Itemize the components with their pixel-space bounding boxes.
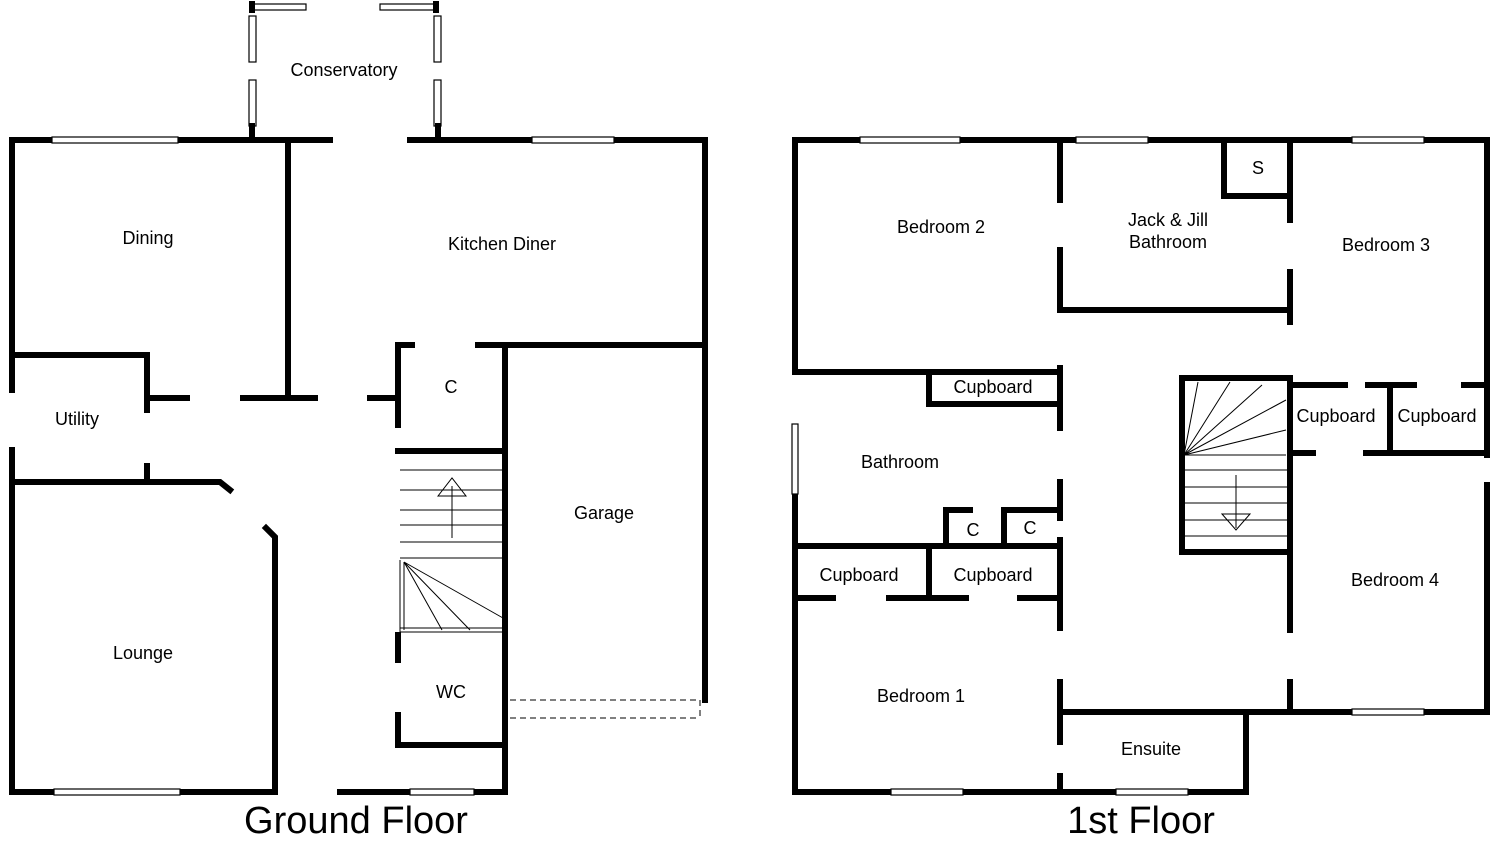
room-label-jack-and-jill: Jack & Jill (1128, 210, 1208, 230)
room-label-cupboard-small: C (967, 520, 980, 540)
garage-door (510, 699, 701, 719)
first-floor-walls (792, 137, 1490, 795)
room-label-jack-and-jill-bathroom: Bathroom (1129, 232, 1207, 252)
ground-floor-walls (9, 137, 708, 795)
room-label-bedroom-3: Bedroom 3 (1342, 235, 1430, 255)
first-floor-staircase (1183, 381, 1288, 537)
first-floor-windows (791, 136, 1425, 796)
floor-title-first: 1st Floor (1067, 800, 1215, 842)
room-label-utility: Utility (55, 409, 99, 429)
first-floor-plan: Bedroom 2 Jack & Jill Bathroom S Bedroom… (791, 136, 1490, 842)
room-label-cupboard: C (445, 377, 458, 397)
room-label-kitchen-diner: Kitchen Diner (448, 234, 556, 254)
room-label-cupboard: Cupboard (953, 377, 1032, 397)
room-label-dining: Dining (122, 228, 173, 248)
room-label-lounge: Lounge (113, 643, 173, 663)
floor-title-ground: Ground Floor (244, 800, 468, 842)
ground-floor-staircase (399, 469, 504, 633)
first-floor-labels: Bedroom 2 Jack & Jill Bathroom S Bedroom… (819, 158, 1476, 759)
room-label-conservatory: Conservatory (290, 60, 397, 80)
room-label-bedroom-1: Bedroom 1 (877, 686, 965, 706)
ground-floor-labels: Conservatory Dining Kitchen Diner Utilit… (55, 60, 634, 702)
room-label-bathroom: Bathroom (861, 452, 939, 472)
room-label-bedroom-2: Bedroom 2 (897, 217, 985, 237)
room-label-wc: WC (436, 682, 466, 702)
room-label-cupboard: Cupboard (1296, 406, 1375, 426)
conservatory-glazing (248, 1, 442, 139)
room-label-cupboard: Cupboard (819, 565, 898, 585)
room-label-cupboard: Cupboard (953, 565, 1032, 585)
room-label-cupboard-small: C (1024, 518, 1037, 538)
room-label-store: S (1252, 158, 1264, 178)
room-label-bedroom-4: Bedroom 4 (1351, 570, 1439, 590)
room-label-cupboard: Cupboard (1397, 406, 1476, 426)
room-label-garage: Garage (574, 503, 634, 523)
ground-floor-plan: Conservatory Dining Kitchen Diner Utilit… (9, 1, 708, 842)
ground-floor-windows (51, 136, 615, 796)
room-label-ensuite: Ensuite (1121, 739, 1181, 759)
